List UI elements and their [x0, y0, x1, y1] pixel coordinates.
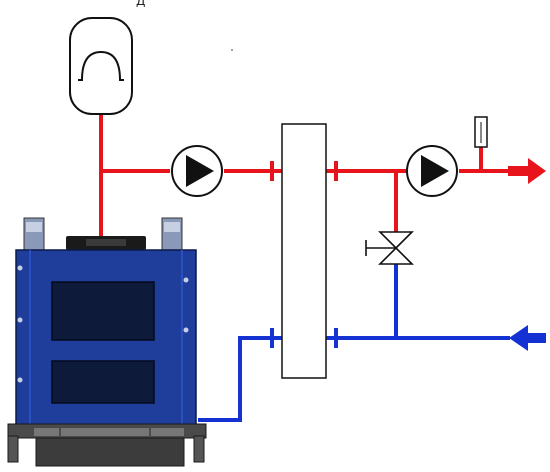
supply-outlet-arrow-icon — [508, 158, 546, 184]
pipe-flanges — [270, 161, 338, 348]
bypass-valve-icon — [365, 231, 414, 265]
return-inlet-arrow-icon — [509, 325, 546, 351]
heat-exchanger-icon — [281, 123, 327, 379]
stray-dot — [231, 49, 233, 51]
boiler-icon — [7, 217, 207, 467]
top-label: Д — [136, 0, 146, 8]
supply-pipes — [99, 112, 508, 240]
return-pipes — [198, 264, 510, 422]
secondary-pump-icon — [406, 145, 458, 197]
thermometer-icon — [474, 116, 488, 148]
boiler-return-pipe — [198, 336, 282, 422]
expansion-tank-icon — [69, 17, 133, 115]
primary-pump-icon — [171, 145, 223, 197]
